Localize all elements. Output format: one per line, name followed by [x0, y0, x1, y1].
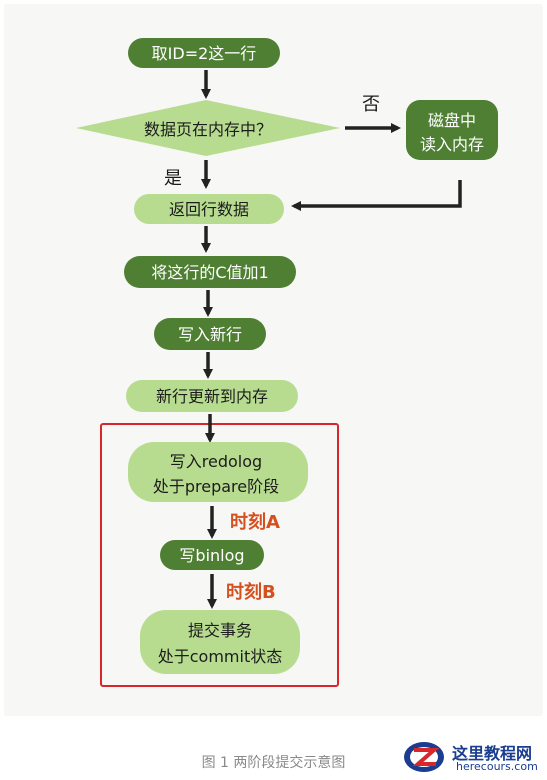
logo-title: 这里教程网 [452, 744, 533, 763]
node-disk-read-label-1: 磁盘中 [428, 111, 476, 130]
node-update-memory-label: 新行更新到内存 [156, 387, 268, 406]
node-return-row-label: 返回行数据 [169, 200, 249, 219]
figure-caption: 图 1 两阶段提交示意图 [201, 755, 346, 771]
node-fetch-row-label: 取ID=2这一行 [152, 44, 257, 63]
edge-label-yes: 是 [164, 168, 182, 189]
node-commit-label-1: 提交事务 [188, 621, 252, 640]
node-add-one-label: 将这行的C值加1 [151, 263, 268, 282]
node-redolog-prepare: 写入redolog 处于prepare阶段 [128, 442, 308, 502]
node-commit: 提交事务 处于commit状态 [140, 610, 300, 674]
flowchart: 取ID=2这一行 数据页在内存中？ 否 磁盘中 读入内存 是 返回行数据 将这行… [76, 38, 498, 687]
edge-label-no: 否 [362, 94, 380, 115]
node-commit-label-2: 处于commit状态 [158, 647, 282, 666]
node-in-memory-question: 数据页在内存中？ [76, 100, 340, 156]
node-redolog-prepare-label-2: 处于prepare阶段 [153, 477, 279, 496]
moment-b-label: 时刻B [226, 581, 276, 603]
logo-url: herecours.com [456, 760, 538, 773]
arrow-disk-to-return [291, 180, 462, 211]
node-redolog-prepare-label-1: 写入redolog [170, 452, 262, 471]
node-add-one: 将这行的C值加1 [124, 256, 296, 288]
node-disk-read: 磁盘中 读入内存 [406, 100, 498, 160]
node-write-row-label: 写入新行 [178, 325, 242, 344]
watermark-logo: 这里教程网 herecours.com [398, 738, 544, 778]
moment-a-label: 时刻A [230, 511, 280, 533]
node-write-binlog-label: 写binlog [179, 546, 244, 565]
logo-mark-icon [404, 742, 444, 772]
node-disk-read-label-2: 读入内存 [420, 135, 484, 154]
node-update-memory: 新行更新到内存 [126, 380, 298, 412]
node-in-memory-question-label: 数据页在内存中？ [144, 120, 272, 139]
node-fetch-row: 取ID=2这一行 [128, 38, 280, 68]
node-write-row: 写入新行 [154, 318, 266, 350]
node-write-binlog: 写binlog [160, 540, 264, 570]
two-phase-commit-highlight-box [100, 423, 339, 687]
node-return-row: 返回行数据 [134, 194, 284, 224]
